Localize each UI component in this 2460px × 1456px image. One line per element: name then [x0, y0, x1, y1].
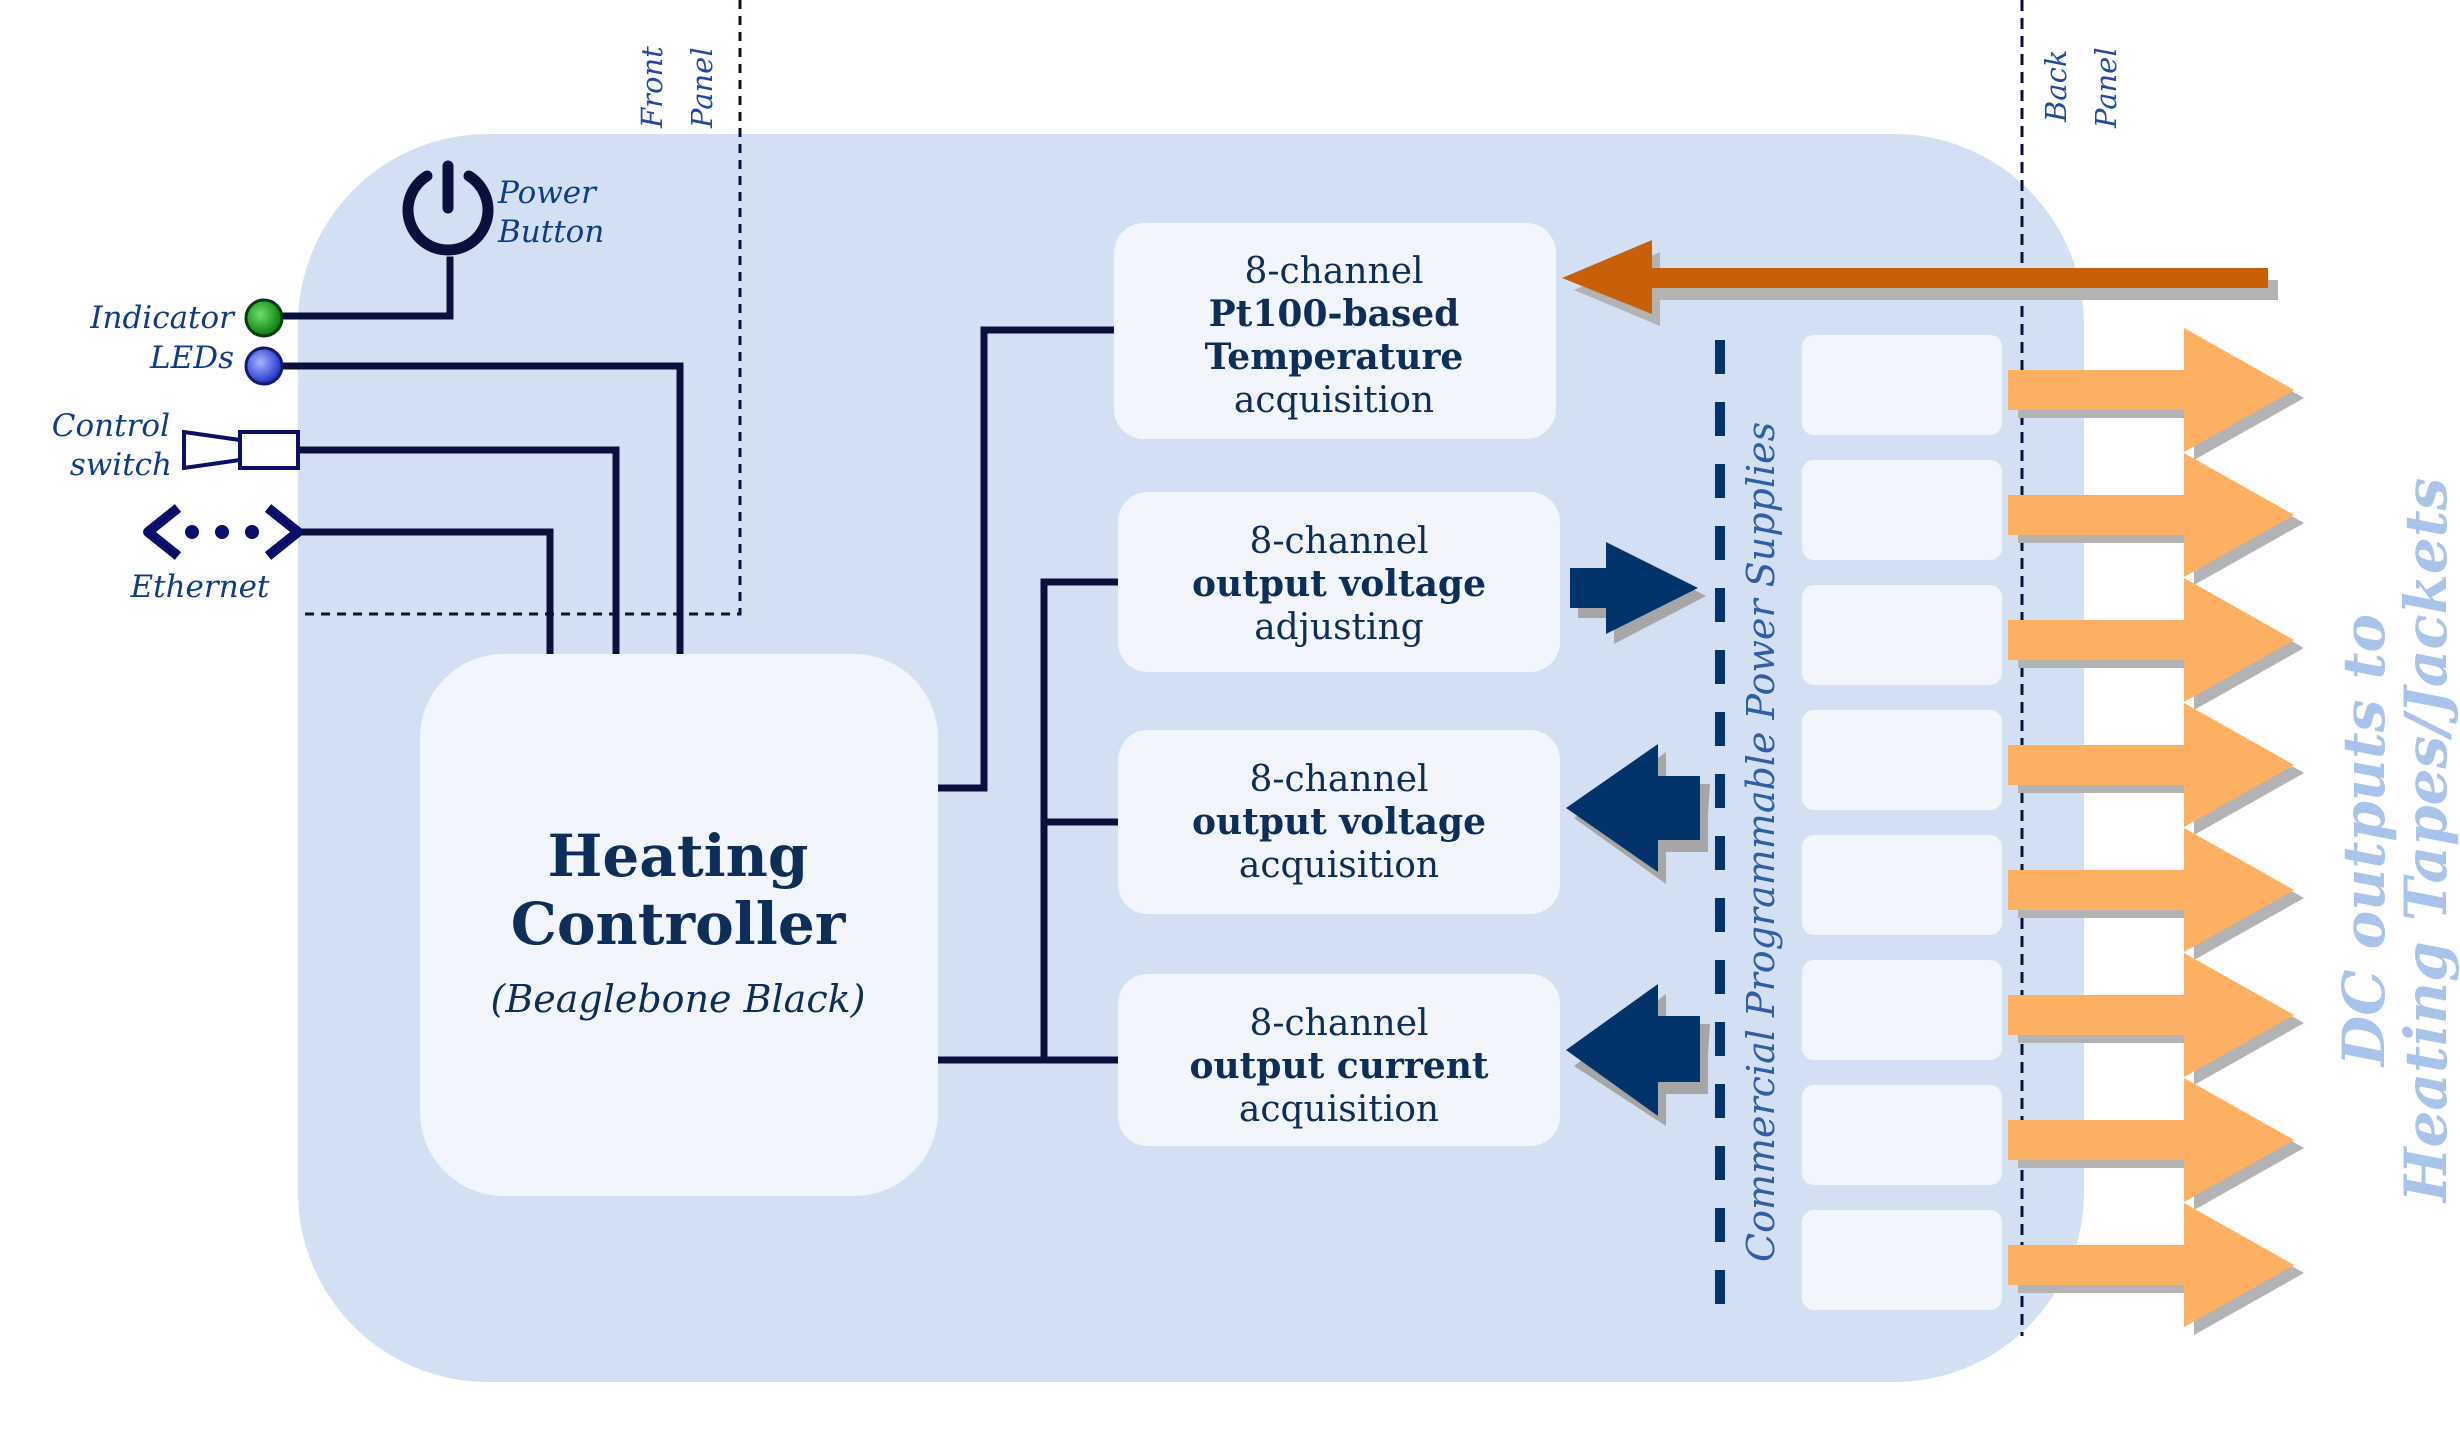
temperature-module-line3: Temperature — [1205, 336, 1464, 378]
voltage-adjust-module — [1118, 492, 1560, 672]
power-icon — [402, 160, 494, 256]
psu-4 — [1802, 710, 2002, 810]
wire-power — [268, 256, 454, 320]
control-switch-label: Control — [52, 408, 170, 444]
psu-2 — [1802, 460, 2002, 560]
wire-ethernet — [294, 528, 554, 656]
temperature-module-line4: acquisition — [1234, 380, 1434, 421]
dc-outputs-label: DC outputs to — [2330, 614, 2398, 1068]
current-acq-module — [1118, 974, 1560, 1146]
temperature-module-line2: Pt100-based — [1209, 293, 1460, 335]
front-panel-line — [300, 0, 742, 616]
wire-temp-module — [932, 326, 1122, 792]
dc-outputs-label-2: Heating Tapes/Jackets — [2392, 478, 2460, 1204]
switch-icon — [182, 429, 300, 471]
control-switch-label-2: switch — [70, 447, 172, 483]
voltage-acq-module — [1118, 730, 1560, 914]
current-acq-line1: 8-channel — [1249, 1003, 1428, 1044]
ethernet-icon — [143, 504, 303, 560]
back-panel-label-2: Panel — [2089, 47, 2123, 129]
voltage-adjust-line3: adjusting — [1254, 607, 1424, 648]
temperature-module — [1114, 223, 1556, 439]
arrow-left-voltage — [1566, 744, 1710, 884]
arrow-left-current — [1566, 984, 1710, 1126]
front-panel-label-2: Panel — [685, 47, 719, 129]
temperature-input-arrow — [1562, 240, 2278, 326]
power-supplies-label: Commercial Programmable Power Supplies — [1739, 422, 1783, 1262]
controller-box — [420, 654, 938, 1196]
voltage-adjust-line1: 8-channel — [1249, 521, 1428, 562]
wire-switch — [296, 446, 620, 656]
current-acq-line2: output current — [1189, 1045, 1488, 1087]
front-panel-label: Front — [635, 46, 669, 129]
current-acq-line3: acquisition — [1239, 1089, 1439, 1130]
wire-led-blue — [268, 362, 684, 656]
indicator-label-2: LEDs — [149, 340, 234, 376]
controller-subtitle: (Beaglebone Black) — [491, 977, 866, 1021]
psu-3 — [1802, 585, 2002, 685]
wire-bus — [932, 578, 1122, 1064]
led-green-icon — [244, 298, 284, 338]
back-panel-label: Back — [2039, 50, 2073, 123]
controller-title-1: Heating — [548, 822, 809, 890]
power-button-label: Power — [497, 175, 598, 211]
power-button-label-2: Button — [497, 214, 604, 250]
ethernet-label: Ethernet — [130, 569, 271, 605]
arrow-right-adjust — [1570, 542, 1706, 644]
voltage-acq-line1: 8-channel — [1249, 759, 1428, 800]
voltage-acq-line2: output voltage — [1192, 801, 1486, 843]
psu-8 — [1802, 1210, 2002, 1310]
controller-title-2: Controller — [511, 890, 847, 958]
psu-6 — [1802, 960, 2002, 1060]
psu-7 — [1802, 1085, 2002, 1185]
temperature-module-line1: 8-channel — [1244, 251, 1423, 292]
indicator-label: Indicator — [89, 300, 236, 336]
power-supply-units — [1802, 335, 2002, 1310]
led-blue-icon — [244, 346, 284, 386]
voltage-acq-line3: acquisition — [1239, 845, 1439, 886]
voltage-adjust-line2: output voltage — [1192, 563, 1486, 605]
psu-1 — [1802, 335, 2002, 435]
psu-5 — [1802, 835, 2002, 935]
